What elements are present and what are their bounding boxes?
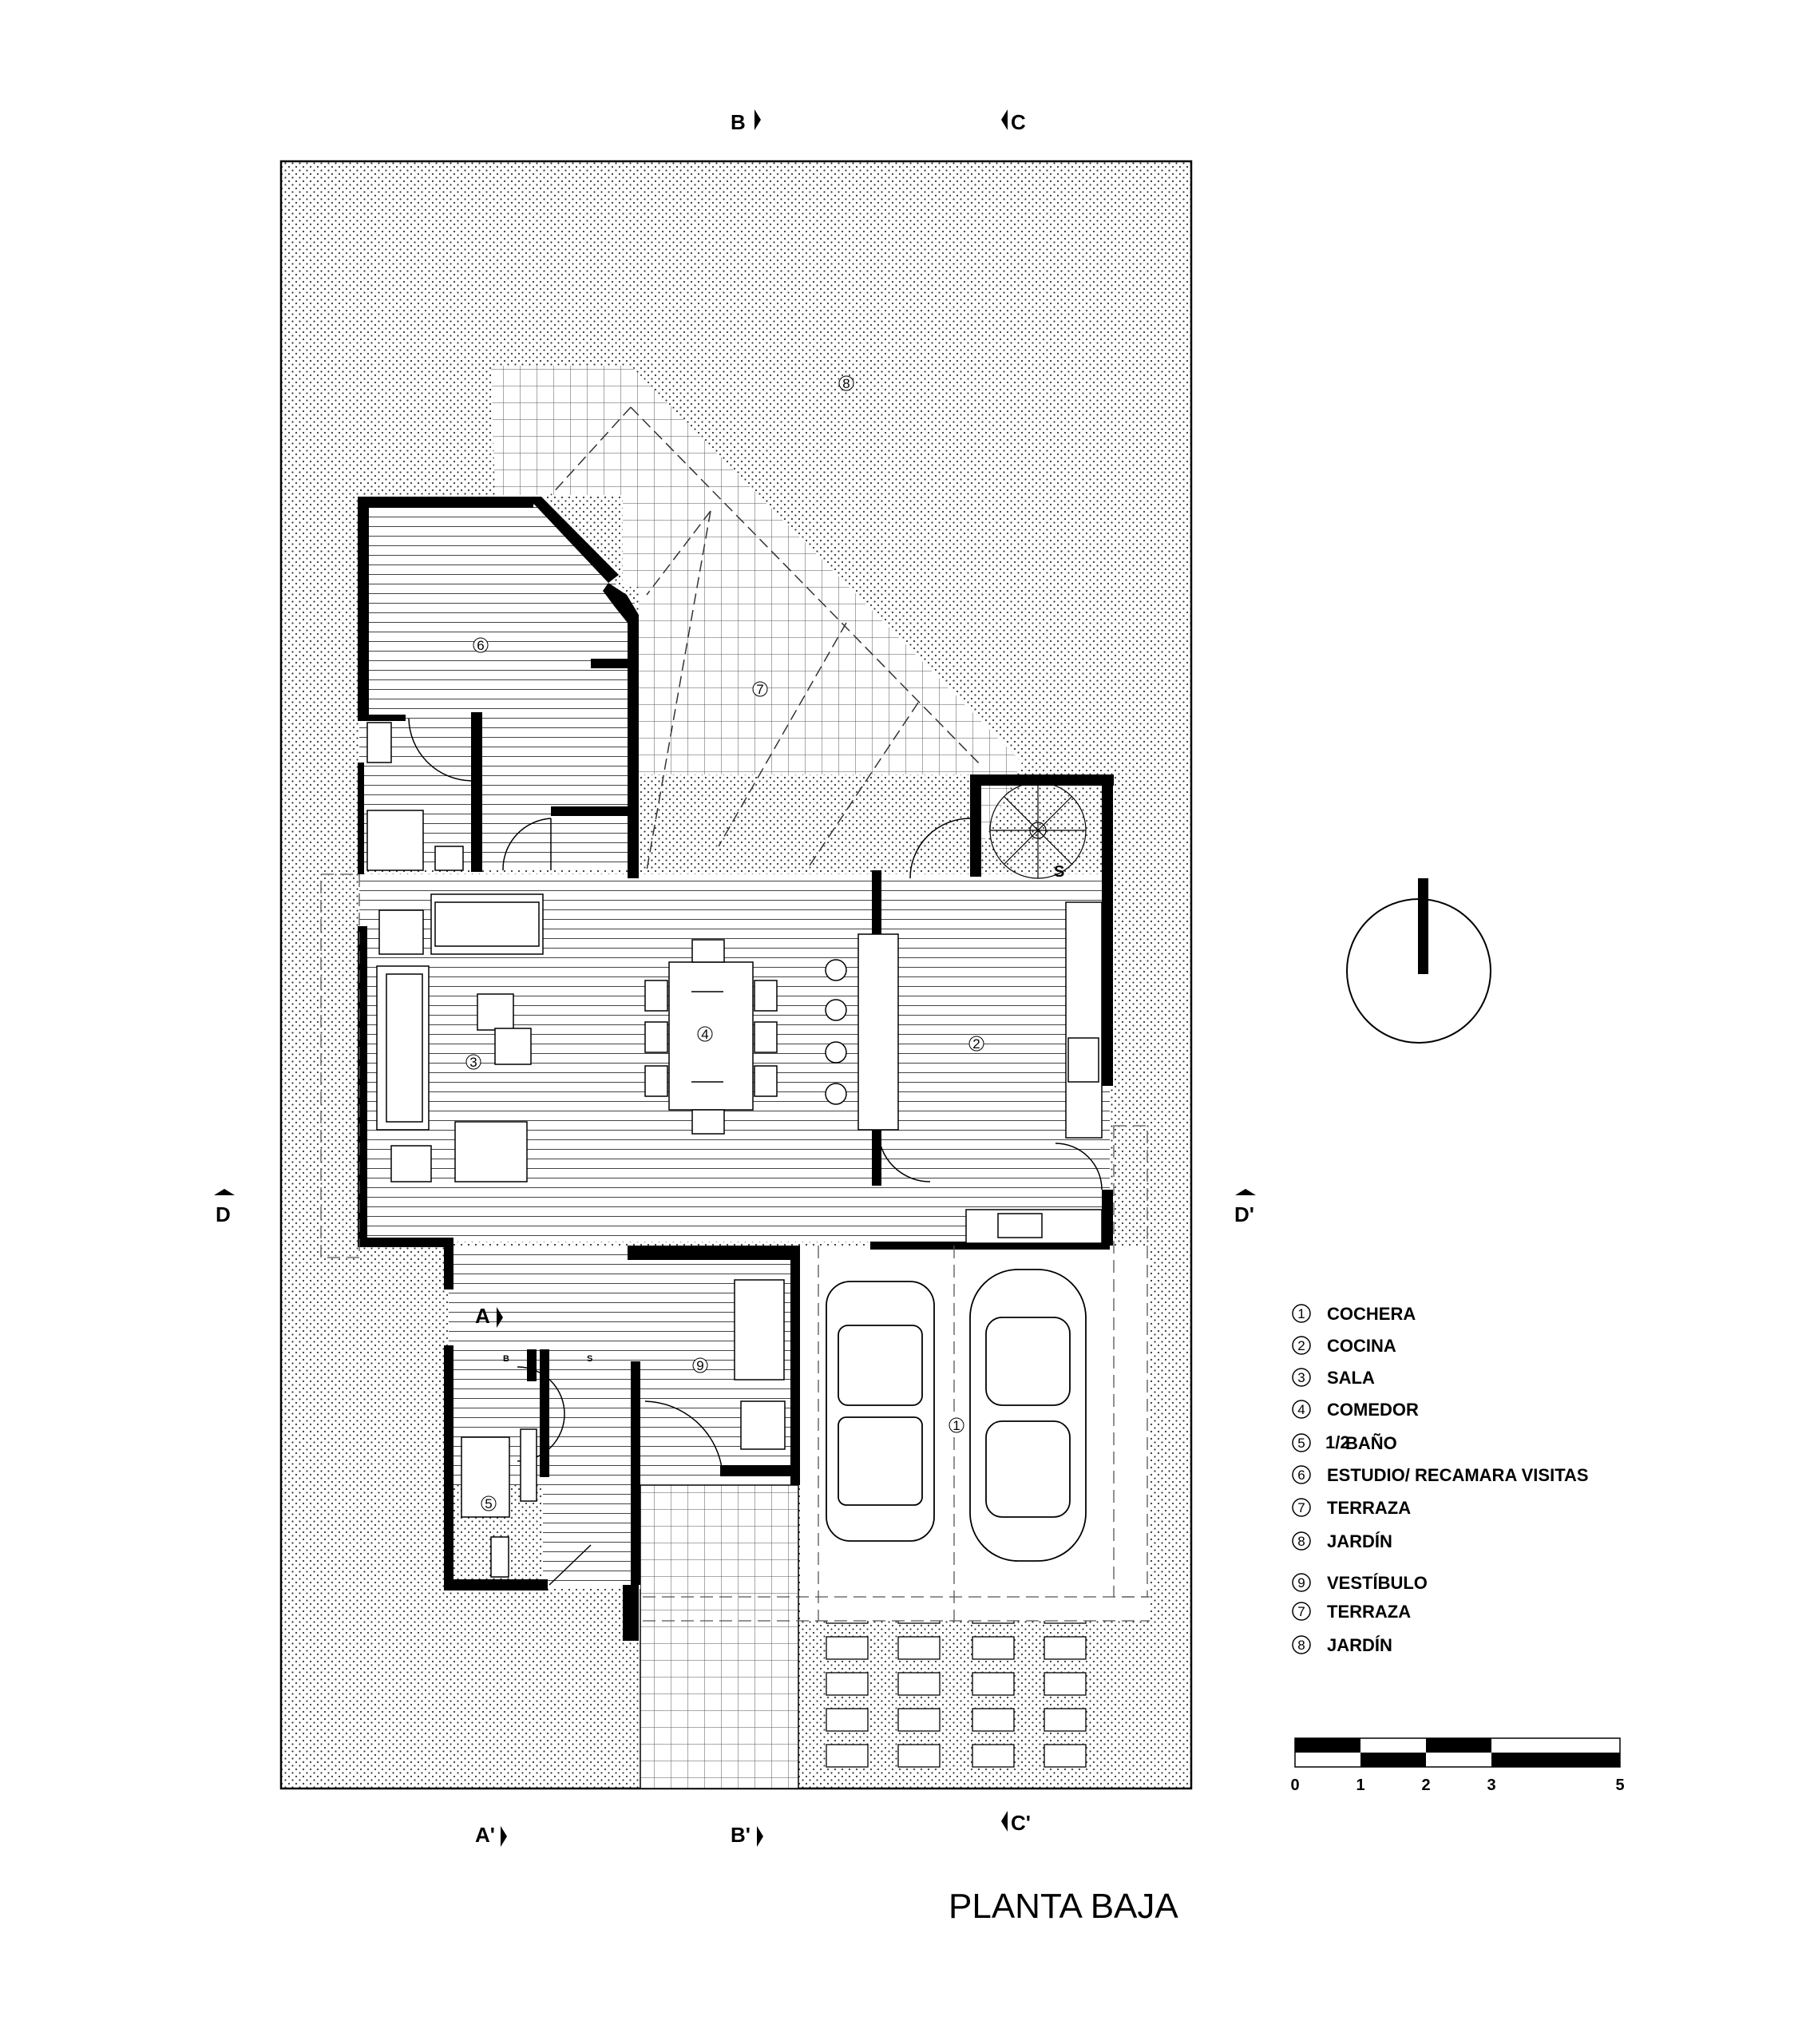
scale-tick-3: 3: [1487, 1777, 1495, 1794]
construction-lines: [320, 873, 1150, 1622]
svg-text:8: 8: [1297, 1534, 1305, 1549]
legend: 1 COCHERA 2 COCINA 3 SALA 4 COMEDOR 5 1/…: [1292, 1304, 1589, 1655]
scale-tick-1: 1: [1356, 1777, 1364, 1794]
north-arrow: [1346, 878, 1491, 1044]
walls: [358, 497, 1114, 1641]
svg-text:7: 7: [1297, 1500, 1305, 1515]
room-number-sala: 3: [469, 1055, 477, 1070]
walkway-area: [640, 1484, 799, 1789]
svg-text:ESTUDIO/ RECAMARA VISITAS: ESTUDIO/ RECAMARA VISITAS: [1327, 1465, 1589, 1485]
svg-text:COCINA: COCINA: [1327, 1336, 1396, 1356]
svg-text:1: 1: [1297, 1306, 1305, 1321]
svg-text:1/2: 1/2: [1325, 1432, 1350, 1452]
scale-tick-0: 0: [1290, 1777, 1299, 1794]
legend-item: 9 VESTÍBULO: [1292, 1573, 1428, 1593]
room-number-comedor: 4: [701, 1027, 708, 1042]
section-marker-a-prime: A': [475, 1823, 495, 1847]
svg-text:3: 3: [1297, 1370, 1305, 1385]
stair-label-s: S: [1054, 863, 1064, 881]
legend-item: 5 1/2 BAÑO: [1292, 1432, 1397, 1453]
room-number-medio-bano: 5: [485, 1496, 492, 1511]
scale-tick-2: 2: [1421, 1777, 1430, 1794]
svg-text:JARDÍN: JARDÍN: [1327, 1635, 1392, 1655]
legend-item: 4 COMEDOR: [1292, 1400, 1419, 1420]
section-marker-b-prime: B': [731, 1823, 751, 1847]
svg-text:6: 6: [1297, 1468, 1305, 1483]
legend-item: 6 ESTUDIO/ RECAMARA VISITAS: [1292, 1465, 1589, 1485]
scale-bar: 0 1 2 3 5: [1290, 1737, 1625, 1794]
room-number-vestibulo: 9: [696, 1358, 703, 1373]
legend-item: 2 COCINA: [1292, 1336, 1396, 1356]
doors: [408, 718, 1103, 1586]
svg-text:SALA: SALA: [1327, 1368, 1375, 1388]
legend-item: 7 TERRAZA: [1292, 1498, 1411, 1518]
room-number-estudio: 6: [477, 638, 484, 653]
legend-item: 7 TERRAZA: [1292, 1602, 1411, 1622]
svg-text:7: 7: [1297, 1604, 1305, 1619]
legend-item: 8 JARDÍN: [1292, 1531, 1392, 1551]
room-number-terraza: 7: [756, 682, 763, 697]
room-number-jardin: 8: [842, 376, 850, 391]
svg-text:JARDÍN: JARDÍN: [1327, 1531, 1392, 1551]
svg-text:9: 9: [1297, 1575, 1305, 1590]
svg-text:TERRAZA: TERRAZA: [1327, 1498, 1411, 1518]
svg-text:2: 2: [1297, 1338, 1305, 1353]
stair-label-b: B: [503, 1354, 509, 1364]
legend-item: 8 JARDÍN: [1292, 1635, 1392, 1655]
section-marker-c: C: [1011, 110, 1026, 134]
section-marker-b: B: [731, 110, 746, 134]
room-number-cochera: 1: [953, 1418, 960, 1433]
svg-text:TERRAZA: TERRAZA: [1327, 1602, 1411, 1622]
svg-text:5: 5: [1297, 1436, 1305, 1451]
terrace-area: [491, 366, 1022, 871]
svg-text:COMEDOR: COMEDOR: [1327, 1400, 1419, 1420]
room-number-cocina: 2: [972, 1036, 980, 1052]
scale-tick-5: 5: [1615, 1777, 1624, 1794]
spiral-stair: [989, 782, 1087, 879]
stair-label-s-small: S: [587, 1354, 592, 1364]
svg-text:COCHERA: COCHERA: [1327, 1304, 1416, 1324]
svg-text:BAÑO: BAÑO: [1345, 1433, 1397, 1453]
legend-item: 1 COCHERA: [1292, 1304, 1416, 1324]
section-marker-a: A: [475, 1304, 490, 1328]
section-marker-c-prime: C': [1011, 1811, 1031, 1835]
stair-labels: S B S: [503, 863, 1064, 1364]
svg-text:VESTÍBULO: VESTÍBULO: [1327, 1573, 1428, 1593]
room-number-markers: 8 6 7 3 4 2 9 1 5: [465, 375, 984, 1511]
svg-text:8: 8: [1297, 1638, 1305, 1653]
drawing-title: PLANTA BAJA: [949, 1887, 1178, 1926]
section-marker-d: D: [216, 1202, 231, 1226]
section-marker-d-prime: D': [1234, 1202, 1254, 1226]
cars: [826, 1269, 1087, 1562]
legend-item: 3 SALA: [1292, 1368, 1375, 1388]
section-markers: B C D D' A A' B' C': [214, 109, 1256, 1847]
svg-text:4: 4: [1297, 1402, 1305, 1417]
